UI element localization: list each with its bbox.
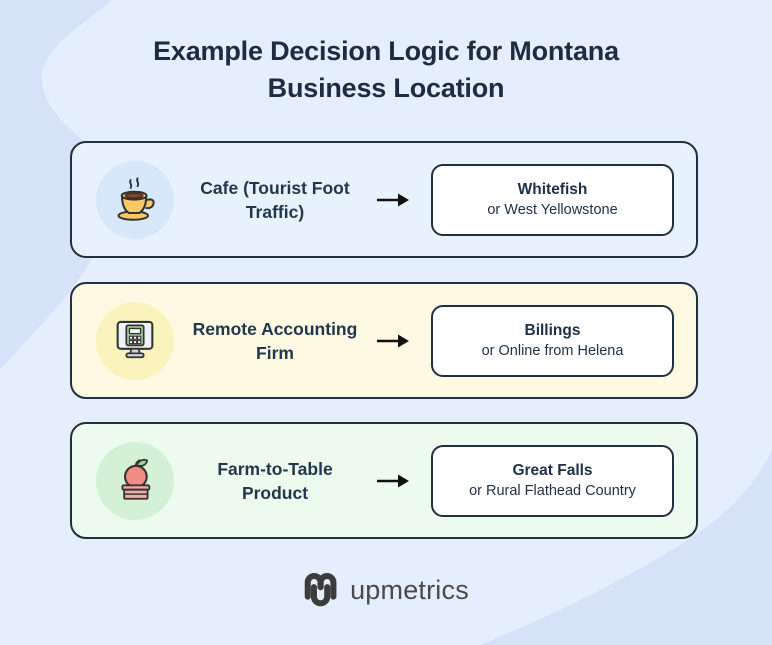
brand-footer: upmetrics	[0, 571, 772, 609]
upmetrics-logo-icon	[304, 572, 337, 607]
result-primary: Whitefish	[517, 180, 588, 198]
result-primary: Great Falls	[512, 461, 593, 479]
row-label-line1: Remote Accounting	[192, 318, 358, 339]
row-label-farm-to-table: Farm-to-Table Product	[174, 457, 376, 505]
coffee-cup-icon	[117, 176, 155, 221]
arrow-right-icon	[377, 193, 409, 206]
row-label-line2: Firm	[256, 342, 294, 363]
decision-row-farm-to-table: Farm-to-Table Product Great Falls or Rur…	[70, 422, 698, 539]
apple-crate-icon	[121, 458, 151, 500]
icon-badge-cafe	[96, 160, 174, 239]
row-label-line2: Product	[241, 482, 309, 503]
arrow-right-icon	[377, 334, 409, 347]
result-box-cafe: Whitefish or West Yellowstone	[431, 163, 674, 236]
decision-row-remote-accounting: Remote Accounting Firm Billings or Onlin…	[70, 282, 698, 399]
upmetrics-wordmark: upmetrics	[350, 574, 469, 605]
arrow-wrap	[376, 473, 410, 489]
result-box-farm-to-table: Great Falls or Rural Flathead Country	[431, 444, 674, 517]
arrow-wrap	[376, 192, 410, 208]
row-label-line2: Traffic)	[245, 201, 305, 222]
result-secondary: or Online from Helena	[481, 342, 624, 359]
row-label-line1: Cafe (Tourist Foot	[200, 177, 350, 198]
arrow-wrap	[376, 333, 410, 349]
icon-badge-remote-accounting	[96, 301, 174, 380]
result-primary: Billings	[524, 321, 581, 339]
result-box-remote-accounting: Billings or Online from Helena	[431, 304, 674, 377]
page-title-line1: Example Decision Logic for Montana	[153, 36, 619, 66]
computer-calculator-icon	[116, 320, 154, 358]
row-label-remote-accounting: Remote Accounting Firm	[174, 317, 376, 365]
arrow-right-icon	[377, 474, 409, 487]
result-secondary: or West Yellowstone	[487, 201, 618, 218]
row-label-cafe: Cafe (Tourist Foot Traffic)	[174, 176, 376, 224]
page-title-line2: Business Location	[267, 73, 505, 103]
result-secondary: or Rural Flathead Country	[469, 482, 636, 499]
row-label-line1: Farm-to-Table	[217, 458, 333, 479]
decision-row-cafe: Cafe (Tourist Foot Traffic) Whitefish or…	[70, 141, 698, 258]
icon-badge-farm-to-table	[96, 441, 174, 520]
page-title: Example Decision Logic for Montana Busin…	[0, 33, 772, 107]
